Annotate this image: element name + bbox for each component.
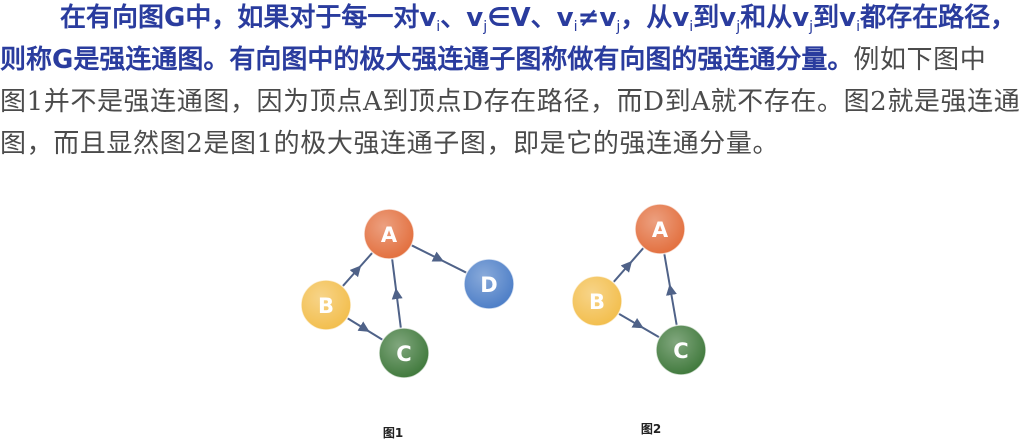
definition-segment: ≠v [577,3,617,33]
definition-segment: 到v [693,3,737,33]
paragraph-line-3: 图1并不是强连通图，因为顶点A到顶点D存在路径，而D到A就不存在。图2就是强连通 [0,81,1036,123]
figure-2-edge-b-to-a [612,247,645,283]
figure-1-node-d-label: D [480,273,497,297]
subscript: i [689,19,694,35]
figure-2-node-c-label: C [673,339,688,363]
figure-1-node-b [300,279,352,331]
figure-1-caption: 图1 [383,426,403,440]
figure-2: A B C 图2 [571,203,707,436]
figure-2-caption: 图2 [641,422,661,436]
figure-1-node-a-label: A [381,223,398,247]
figure-1-node-b-label: B [318,294,334,318]
figure-1-node-d [463,258,515,310]
paragraph: 在有向图G中，如果对于每一对vi、vj∈V、vi≠vj，从vi到vj和从vj到v… [0,0,1036,165]
definition-segment: ∈V、v [487,3,574,33]
subscript: i [436,19,441,35]
definition-segment: 、v [440,3,484,33]
example-text: 图，而且显然图2是图1的极大强连通子图，即是它的强连通分量。 [0,129,780,159]
paragraph-line-4: 图，而且显然图2是图1的极大强连通子图，即是它的强连通分量。 [0,123,1036,165]
subscript: i [856,19,861,35]
definition-segment: 都存在路径， [860,3,1017,33]
paragraph-line-1: 在有向图G中，如果对于每一对vi、vj∈V、vi≠vj，从vi到vj和从vj到v… [0,0,1036,39]
figure-2-node-a [634,203,686,255]
figure-1-node-c-label: C [396,342,411,366]
definition-segment: 到v [813,3,857,33]
definition-segment: 在有向图G中，如果对于每一对v [60,3,437,33]
figure-2-node-b [571,275,623,327]
example-text: 图1并不是强连通图，因为顶点A到顶点D存在路径，而D到A就不存在。图2就是强连通 [0,87,1021,117]
definition-text: 在有向图G中，如果对于每一对vi、vj∈V、vi≠vj，从vi到vj和从vj到v… [60,3,1017,35]
figure-1-edge-b-to-a [341,252,374,287]
definition-text: 则称G是强连通图。有向图中的极大强连通子图称做有向图的强连通分量。 [0,45,854,75]
figure-2-node-b-label: B [589,290,605,314]
figure-2-node-a-label: A [652,218,669,242]
figure-1-node-a [363,208,415,260]
figure-1-edge-a-to-d [410,244,468,274]
figure-2-edge-c-to-a [663,253,678,326]
figure-2-edge-b-to-c [618,312,660,339]
figure-1-edge-c-to-a [391,258,403,329]
subscript: j [809,19,814,35]
figure-1: A B C D 图1 [300,208,515,440]
figure-2-node-c [655,324,707,376]
example-text: 例如下图中 [853,45,987,75]
subscript: j [616,19,621,35]
paragraph-line-2: 则称G是强连通图。有向图中的极大强连通子图称做有向图的强连通分量。例如下图中 [0,39,1036,81]
subscript: j [483,19,488,35]
figure-1-edge-b-to-c [346,317,384,341]
subscript: j [736,19,741,35]
figure-1-node-c [378,327,430,379]
definition-segment: 和从v [740,3,810,33]
definition-segment: ，从v [620,3,690,33]
subscript: i [573,19,578,35]
